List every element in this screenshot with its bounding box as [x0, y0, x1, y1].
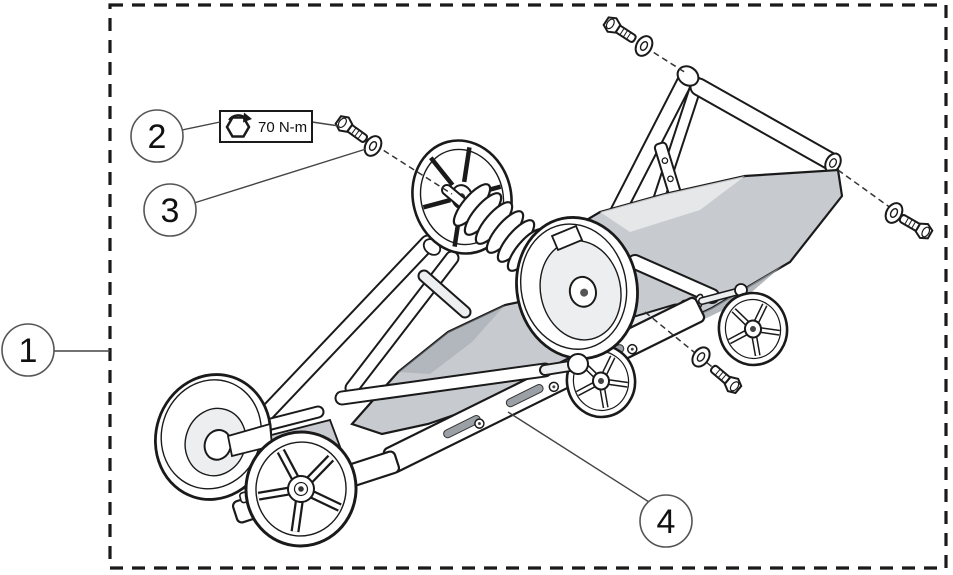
callout-4-circle: [639, 494, 693, 548]
wheel-mount-clamp: [550, 224, 584, 252]
callout-2-number: 2: [148, 118, 167, 156]
idler-wheel-large-center: [515, 216, 639, 360]
fastener-sets: [332, 13, 936, 397]
hex-bolt-rail-icon: [706, 360, 745, 397]
front-arm-tubes: [253, 234, 472, 427]
callout-2: 2: [130, 109, 221, 163]
hex-bolt-top-icon: [600, 13, 641, 48]
rear-arm-tubes: [583, 65, 842, 271]
callout-4-leader: [507, 411, 650, 503]
idler-wheel-spoked-front: [244, 430, 358, 548]
callout-1-circle: [1, 323, 55, 377]
callout-4: 4: [507, 411, 693, 548]
callout-4-number: 4: [657, 503, 676, 541]
flat-washer-rail-icon: [687, 343, 715, 371]
callout-2-leader: [181, 121, 221, 131]
callout-3-leader: [193, 148, 367, 204]
torque-spec-label: 70 N-m: [219, 110, 340, 143]
callout-3-number: 3: [161, 192, 180, 230]
callout-1-number: 1: [19, 332, 38, 370]
callout-2-circle: [130, 109, 184, 163]
hex-bolt-front-icon: [332, 112, 372, 148]
callout-3-circle: [143, 183, 197, 237]
torque-hex-icon: [225, 112, 252, 138]
callout-3: 3: [143, 148, 367, 237]
callout-1: 1: [1, 323, 110, 377]
torque-value: 70 N-m: [258, 119, 307, 136]
figure-border: [108, 3, 948, 570]
suspension-assembly: [154, 65, 844, 548]
torque-label-leader: [311, 121, 340, 127]
idler-wheel-large-left: [154, 373, 272, 501]
